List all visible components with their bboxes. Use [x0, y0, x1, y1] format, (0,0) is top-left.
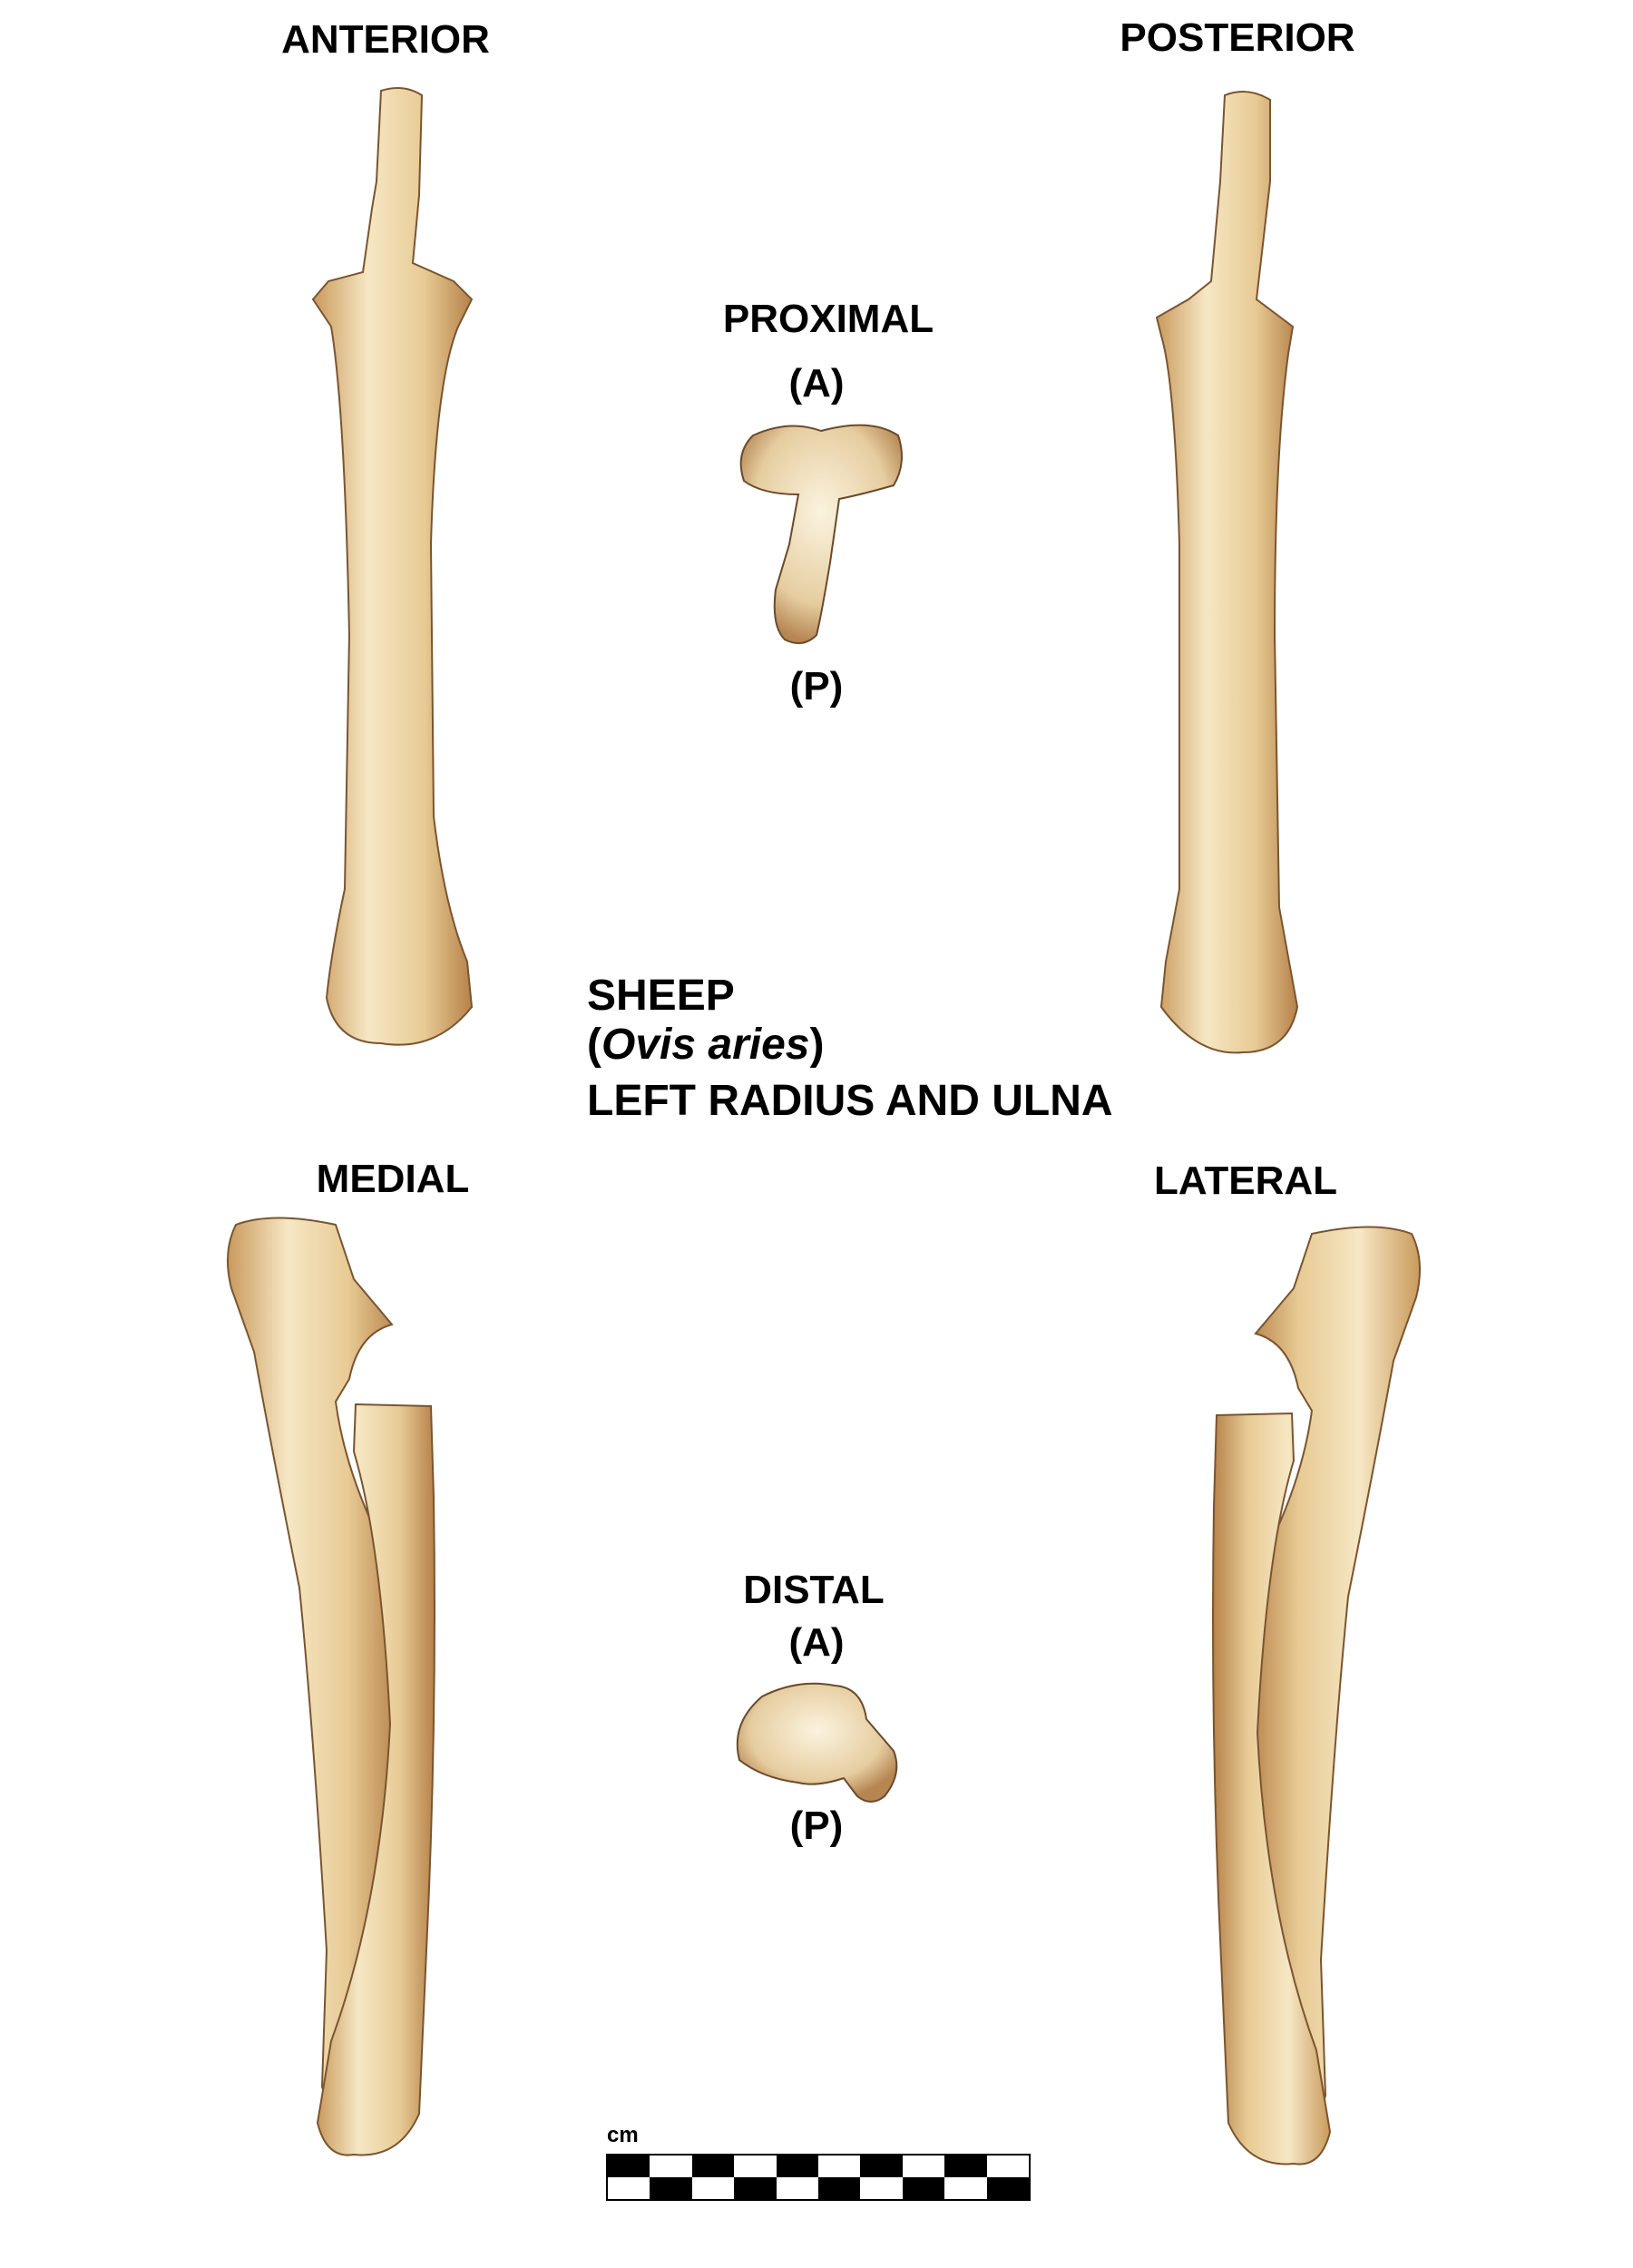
scale-segment: [608, 2177, 650, 2199]
scientific-name-line: (Ovis aries): [587, 1023, 824, 1067]
scale-segment: [818, 2177, 861, 2199]
scale-segment: [818, 2156, 861, 2177]
scale-unit-label: cm: [607, 2123, 639, 2147]
paren-close: ): [809, 1021, 825, 1069]
scale-segment: [691, 2156, 735, 2177]
anterior-view-bone: [311, 86, 474, 1046]
distal-posterior-marker: (P): [789, 1804, 844, 1848]
posterior-label: POSTERIOR: [1120, 15, 1355, 60]
distal-anterior-marker: (A): [788, 1620, 845, 1665]
medial-label: MEDIAL: [316, 1157, 470, 1201]
scale-segment: [776, 2177, 818, 2199]
scale-segment: [650, 2177, 692, 2199]
scale-segment: [691, 2177, 735, 2199]
scale-segment: [986, 2156, 1029, 2177]
medial-view-bone: [227, 1217, 435, 2156]
proximal-posterior-marker: (P): [789, 664, 844, 709]
proximal-view-bone: [739, 424, 903, 644]
scale-segment: [902, 2177, 945, 2199]
scale-segment: [986, 2177, 1029, 2199]
common-name: SHEEP: [587, 972, 735, 1020]
scale-segment: [944, 2177, 987, 2199]
scale-segment: [944, 2156, 987, 2177]
scale-segment: [734, 2156, 777, 2177]
scale-segment: [608, 2156, 650, 2177]
distal-view-bone: [736, 1682, 898, 1803]
scale-segment: [860, 2156, 903, 2177]
lateral-view-bone: [1212, 1226, 1421, 2165]
distal-label: DISTAL: [743, 1568, 885, 1612]
scale-segment: [650, 2156, 692, 2177]
lateral-label: LATERAL: [1153, 1158, 1338, 1203]
element-name: LEFT RADIUS AND ULNA: [587, 1077, 1113, 1125]
paren-open: (: [587, 1021, 601, 1069]
anterior-label: ANTERIOR: [281, 17, 490, 62]
proximal-label: PROXIMAL: [722, 297, 934, 341]
proximal-anterior-marker: (A): [788, 361, 845, 406]
scale-segment: [776, 2156, 818, 2177]
scientific-name: Ovis aries: [601, 1021, 810, 1069]
scale-bar: [606, 2154, 1031, 2201]
scale-segment: [734, 2177, 777, 2199]
scale-segment: [902, 2156, 945, 2177]
scale-segment: [860, 2177, 903, 2199]
posterior-view-bone: [1155, 91, 1299, 1054]
